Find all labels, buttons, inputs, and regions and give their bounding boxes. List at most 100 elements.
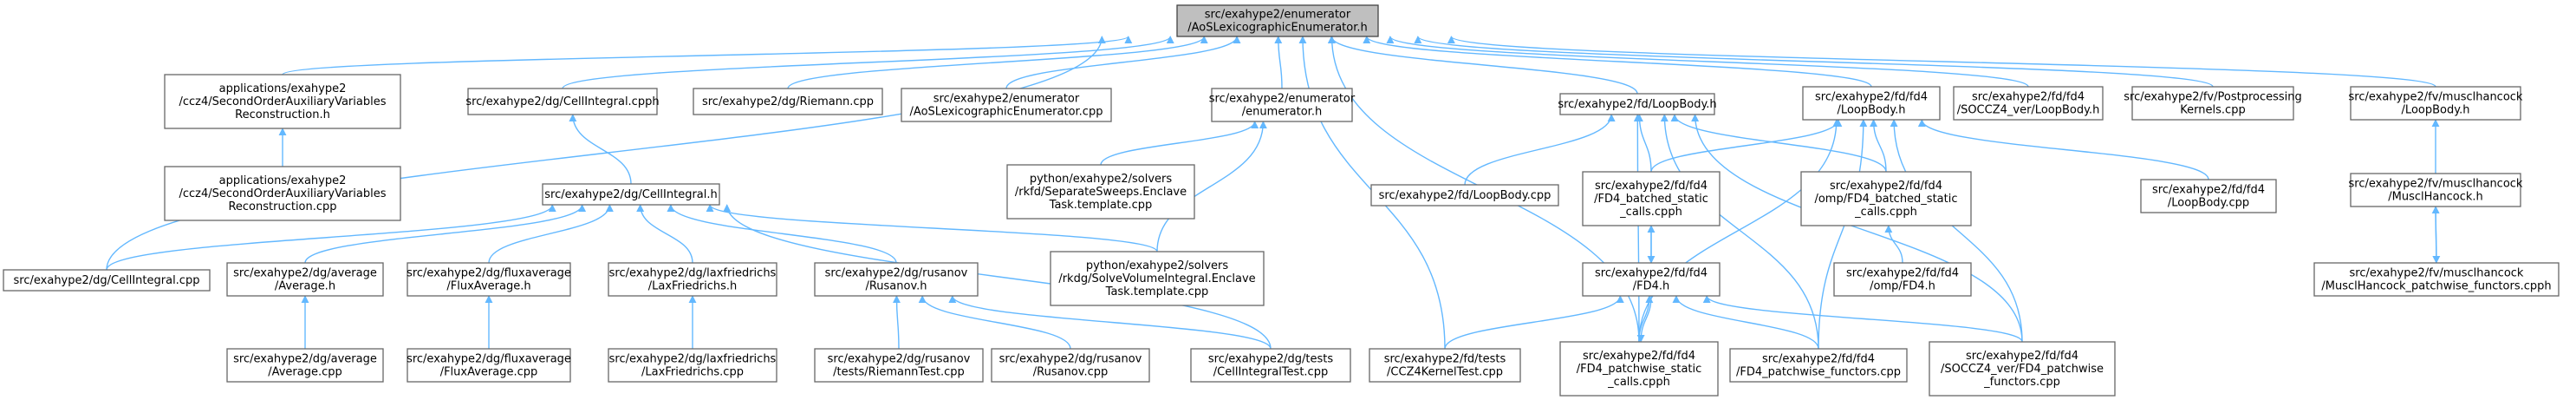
file-node[interactable]: src/exahype2/dg/CellIntegral.cpp (3, 269, 211, 292)
file-node[interactable]: src/exahype2/fv/musclhancock/MusclHancoc… (2349, 173, 2523, 207)
dependency-edge (1638, 119, 1841, 343)
dependency-edge (1414, 36, 2214, 88)
node-box (1582, 262, 1721, 297)
dependency-edge (1444, 295, 1624, 350)
node-label-line: src/exahype2/fd/fd4 (1830, 180, 1942, 193)
node-box (1729, 348, 1908, 383)
node-label-line: src/exahype2/fd/fd4 (1595, 267, 1708, 280)
node-box (226, 262, 384, 297)
file-node[interactable]: src/exahype2/fd/fd4/FD4_batched_static_c… (1582, 171, 1721, 226)
file-node[interactable]: src/exahype2/fd/LoopBody.cpp (1370, 184, 1559, 207)
node-label-line: src/exahype2/dg/tests (1208, 353, 1333, 366)
node-label-line: src/exahype2/enumerator (1209, 93, 1356, 106)
file-node[interactable]: src/exahype2/dg/Riemann.cpp (693, 88, 883, 115)
node-label-line: src/exahype2/fd/fd4 (1966, 350, 2078, 363)
dependency-edge (1672, 295, 1819, 350)
file-node[interactable]: python/exahype2/solvers/rkfd/SeparateSwe… (1006, 164, 1195, 220)
node-label-line: applications/exahype2 (219, 174, 347, 187)
dependency-edge (1327, 36, 1638, 95)
file-node[interactable]: src/exahype2/dg/laxfriedrichs/LaxFriedri… (608, 262, 777, 297)
node-box (1176, 4, 1379, 37)
dependency-edge (1363, 36, 1872, 88)
file-node[interactable]: src/exahype2/dg/tests/CellIntegralTest.c… (1190, 348, 1351, 383)
file-node[interactable]: python/exahype2/solvers/rkdg/SolveVolume… (1050, 251, 1265, 306)
node-label-line: _functors.cpp (1983, 376, 2060, 389)
file-node[interactable]: src/exahype2/dg/average/Average.cpp (226, 348, 384, 383)
file-node[interactable]: src/exahype2/fd/fd4/FD4_patchwise_functo… (1729, 348, 1908, 383)
node-label-line: /ccz4/SecondOrderAuxiliaryVariables (179, 95, 386, 108)
node-box (901, 88, 1112, 122)
file-node[interactable]: src/exahype2/fd/tests/CCZ4KernelTest.cpp (1369, 348, 1521, 383)
node-label-line: src/exahype2/dg/rusanov (999, 353, 1142, 366)
node-label-line: /FluxAverage.h (446, 280, 530, 293)
node-label-line: src/exahype2/enumerator (933, 93, 1080, 106)
node-box (1929, 341, 2116, 397)
node-box (164, 166, 401, 221)
node-label-line: /SOCCZ4_ver/LoopBody.h (1957, 104, 2100, 117)
node-box (1006, 164, 1195, 220)
node-label-line: src/exahype2/fd/fd4 (1815, 91, 1928, 104)
node-box (1802, 86, 1941, 121)
dependency-edge (1650, 119, 1843, 173)
file-node[interactable]: src/exahype2/dg/laxfriedrichs/LaxFriedri… (608, 348, 777, 383)
node-label-line: /SOCCZ4_ver/FD4_patchwise (1941, 363, 2104, 376)
file-node[interactable]: src/exahype2/fd/fd4/LoopBody.h (1802, 86, 1941, 121)
file-node[interactable]: src/exahype2/dg/fluxaverage/FluxAverage.… (407, 262, 571, 297)
file-node[interactable]: src/exahype2/fd/LoopBody.h (1558, 93, 1717, 115)
dependency-edge (488, 204, 614, 264)
file-node[interactable]: src/exahype2/dg/CellIntegral.h (542, 183, 720, 206)
dependency-edge (106, 204, 556, 271)
file-node[interactable]: src/exahype2/fd/fd4/omp/FD4_batched_stat… (1800, 171, 1972, 226)
dependency-edge (1870, 119, 1887, 173)
root-file-node[interactable]: src/exahype2/enumerator/AoSLexicographic… (1176, 4, 1379, 37)
node-label-line: src/exahype2/fd/fd4 (1972, 91, 2085, 104)
node-box (1800, 171, 1972, 226)
dependency-edge (892, 295, 901, 350)
file-node[interactable]: src/exahype2/dg/rusanov/tests/RiemannTes… (814, 348, 984, 383)
node-label-line: src/exahype2/dg/average (233, 353, 377, 366)
node-label-line: /omp/FD4.h (1870, 280, 1935, 293)
file-node[interactable]: src/exahype2/enumerator/AoSLexicographic… (901, 88, 1112, 122)
file-node[interactable]: src/exahype2/dg/rusanov/Rusanov.h (814, 262, 979, 297)
dependency-edge (787, 36, 1208, 89)
dependency-edge (1884, 225, 1903, 264)
node-label-line: python/exahype2/solvers (1030, 173, 1172, 186)
dependency-edge (1447, 36, 2436, 88)
node-box (2313, 262, 2560, 297)
dependency-edge (1917, 119, 2209, 180)
node-label-line: src/exahype2/dg/laxfriedrichs (609, 353, 777, 366)
file-node[interactable]: applications/exahype2/ccz4/SecondOrderAu… (164, 74, 401, 129)
file-node[interactable]: src/exahype2/fv/PostprocessingKernels.cp… (2124, 86, 2302, 121)
file-node[interactable]: src/exahype2/enumerator/enumerator.h (1209, 88, 1356, 122)
file-node[interactable]: applications/exahype2/ccz4/SecondOrderAu… (164, 166, 401, 221)
dependency-edge (667, 204, 897, 264)
node-box (3, 269, 211, 292)
node-box (467, 88, 658, 115)
node-label-line: /LoopBody.h (2402, 104, 2470, 117)
file-node[interactable]: src/exahype2/fd/fd4/FD4_patchwise_static… (1559, 341, 1719, 397)
dependency-edge (1274, 36, 1283, 89)
dependency-edge (1633, 114, 1642, 343)
dependency-edge (1635, 114, 1652, 173)
file-node[interactable]: src/exahype2/fd/fd4/FD4.h (1582, 262, 1721, 297)
dependency-edge (569, 114, 632, 185)
file-node[interactable]: src/exahype2/dg/CellIntegral.cpph (465, 88, 660, 115)
file-node[interactable]: src/exahype2/fd/fd4/LoopBody.cpp (2140, 179, 2277, 213)
file-node[interactable]: src/exahype2/fd/fd4/SOCCZ4_ver/LoopBody.… (1953, 86, 2104, 121)
node-label-line: src/exahype2/fd/LoopBody.cpp (1379, 189, 1551, 202)
node-box (991, 348, 1150, 383)
file-node[interactable]: src/exahype2/fd/fd4/omp/FD4.h (1833, 262, 1972, 297)
node-label-line: /MusclHancock_patchwise_functors.cpph (2321, 280, 2551, 293)
node-label-line: src/exahype2/dg/laxfriedrichs (609, 267, 777, 280)
file-node[interactable]: src/exahype2/fv/musclhancock/LoopBody.h (2349, 86, 2523, 121)
file-node[interactable]: src/exahype2/dg/rusanov/Rusanov.cpp (991, 348, 1150, 383)
file-node[interactable]: src/exahype2/fv/musclhancock/MusclHancoc… (2313, 262, 2560, 297)
node-label-line: Reconstruction.cpp (228, 200, 336, 213)
node-box (164, 74, 401, 129)
file-node[interactable]: src/exahype2/dg/average/Average.h (226, 262, 384, 297)
file-node[interactable]: src/exahype2/dg/fluxaverage/FluxAverage.… (407, 348, 571, 383)
node-box (608, 348, 777, 383)
node-label-line: /tests/RiemannTest.cpp (833, 366, 965, 379)
node-label-line: /AoSLexicographicEnumerator.h (1187, 22, 1368, 35)
file-node[interactable]: src/exahype2/fd/fd4/SOCCZ4_ver/FD4_patch… (1929, 341, 2116, 397)
